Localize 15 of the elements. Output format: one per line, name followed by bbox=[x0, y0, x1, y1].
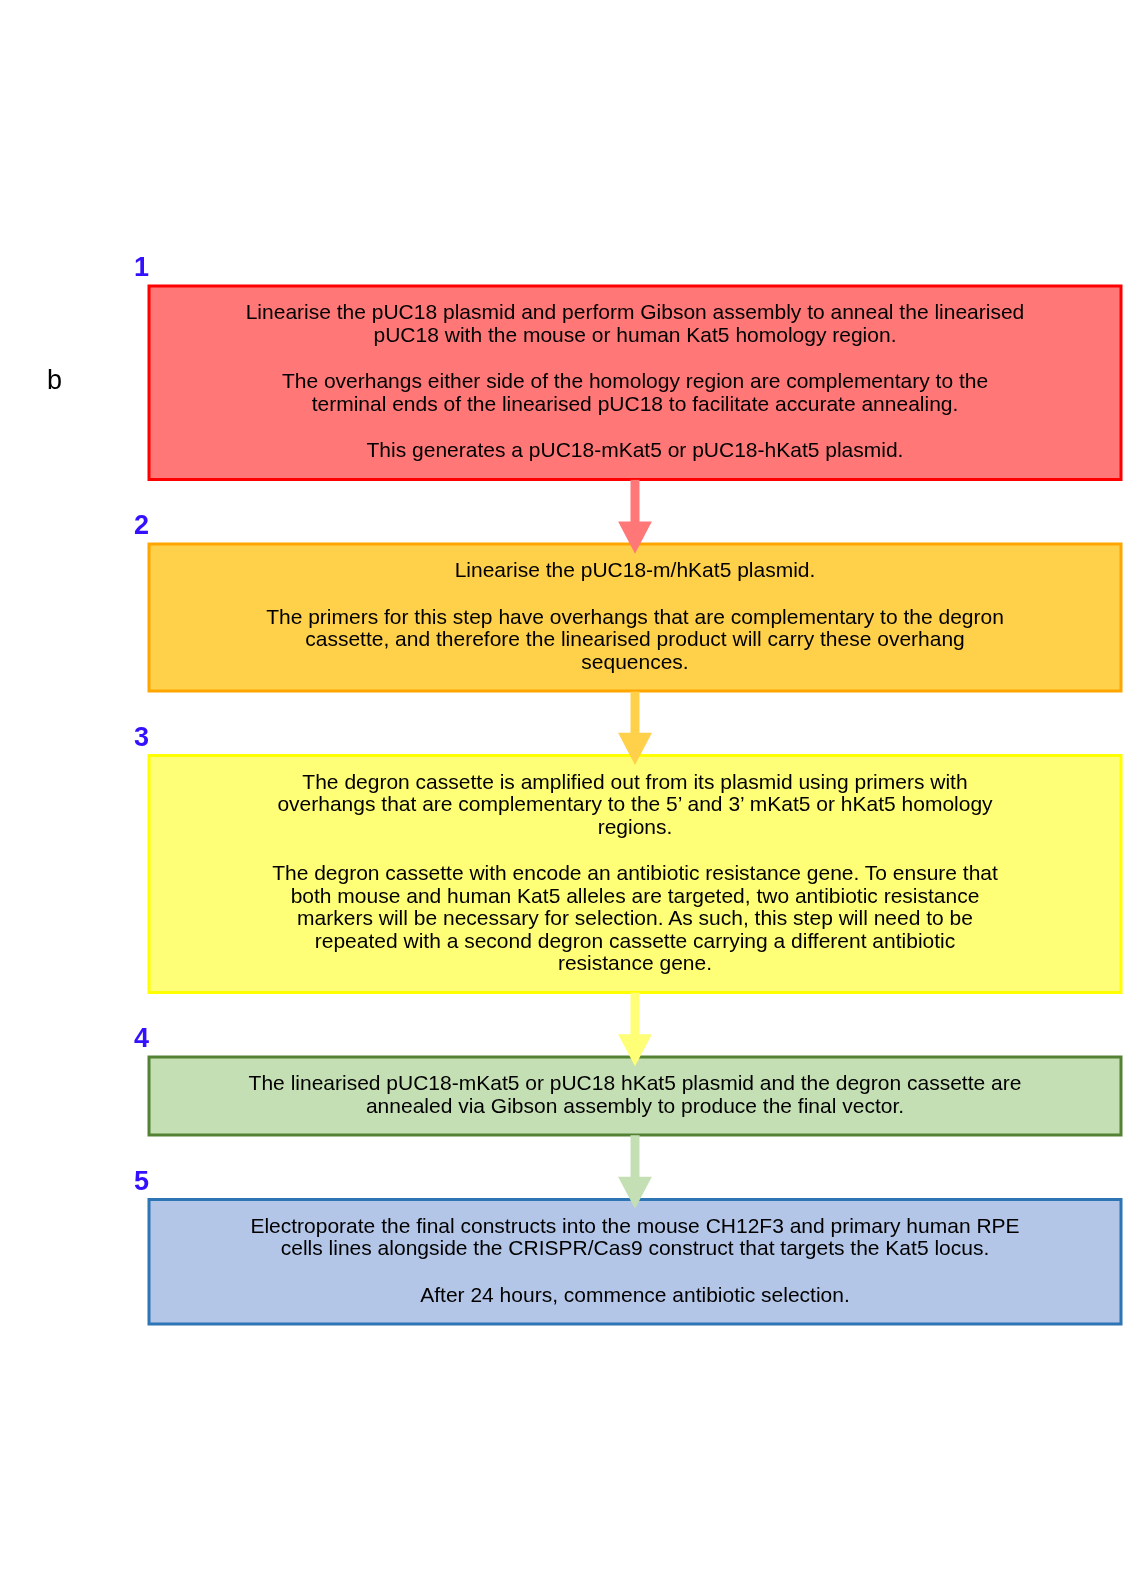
arrow bbox=[618, 992, 652, 1067]
node-label: 1 bbox=[134, 252, 150, 283]
node-box: Linearise the pUC18-m/hKat5 plasmid. The primers for this step have overhangs that are complementary to the degron cassette, and therefore the linearised product will carry these overhang sequences. bbox=[147, 542, 1123, 693]
label: b bbox=[46, 365, 63, 396]
node-box: The linearised pUC18-mKat5 or pUC18 hKat5 plasmid and the degron cassette are annealed via Gibson assembly to produce the final vector. bbox=[147, 1055, 1123, 1137]
arrow bbox=[618, 691, 652, 766]
node-label: 4 bbox=[134, 1023, 150, 1054]
node-label: 2 bbox=[134, 510, 150, 541]
arrow bbox=[618, 1135, 652, 1209]
arrow bbox=[618, 479, 652, 554]
node-box: Electroporate the final constructs into the mouse CH12F3 and primary human RPE cells lines alongside the CRISPR/Cas9 construct that targets the Kat5 locus. After 24 hours, commence antibiotic selection. bbox=[147, 1198, 1123, 1326]
node-box: Linearise the pUC18 plasmid and perform Gibson assembly to anneal the linearised pUC18 with the mouse or human Kat5 homology region. The overhangs either side of the homology region are complementary to the terminal ends of the linearised pUC18 to facilitate accurate annealing. This generates a pUC18-mKat5 or pUC18-hKat5 plasmid. bbox=[147, 284, 1123, 481]
node-label: 5 bbox=[134, 1165, 150, 1196]
node-box: The degron cassette is amplified out from its plasmid using primers with overhangs that are complementary to the 5’ and 3’ mKat5 or hKat5 homology regions. The degron cassette with encode an antibiotic resistance gene. To ensure that both mouse and human Kat5 alleles are targeted, two antibiotic resistance markers will be necessary for selection. As such, this step will need to be repeated with a second degron cassette carrying a different antibiotic resistance gene. bbox=[147, 754, 1123, 994]
node-label: 3 bbox=[134, 721, 150, 752]
